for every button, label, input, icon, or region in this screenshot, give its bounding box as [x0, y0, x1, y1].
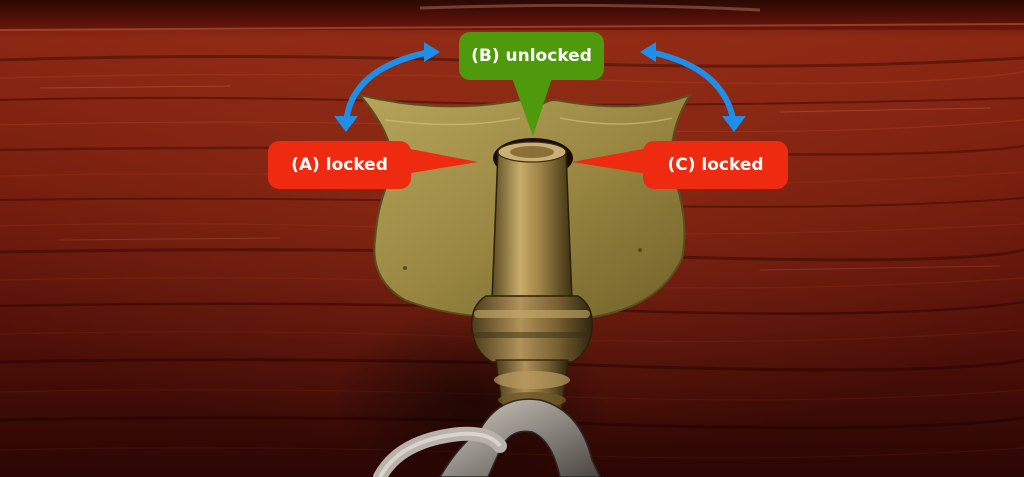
curved-double-arrow-icon [334, 42, 440, 132]
callout-a-pointer [405, 148, 478, 174]
callout-c-locked: (C) locked [643, 141, 788, 189]
curved-double-arrow-icon [640, 42, 746, 132]
callout-b-pointer [512, 78, 552, 136]
callout-b-unlocked: (B) unlocked [459, 32, 604, 80]
callout-c-pointer [572, 148, 648, 174]
callout-a-locked: (A) locked [268, 141, 411, 189]
key [373, 141, 601, 477]
